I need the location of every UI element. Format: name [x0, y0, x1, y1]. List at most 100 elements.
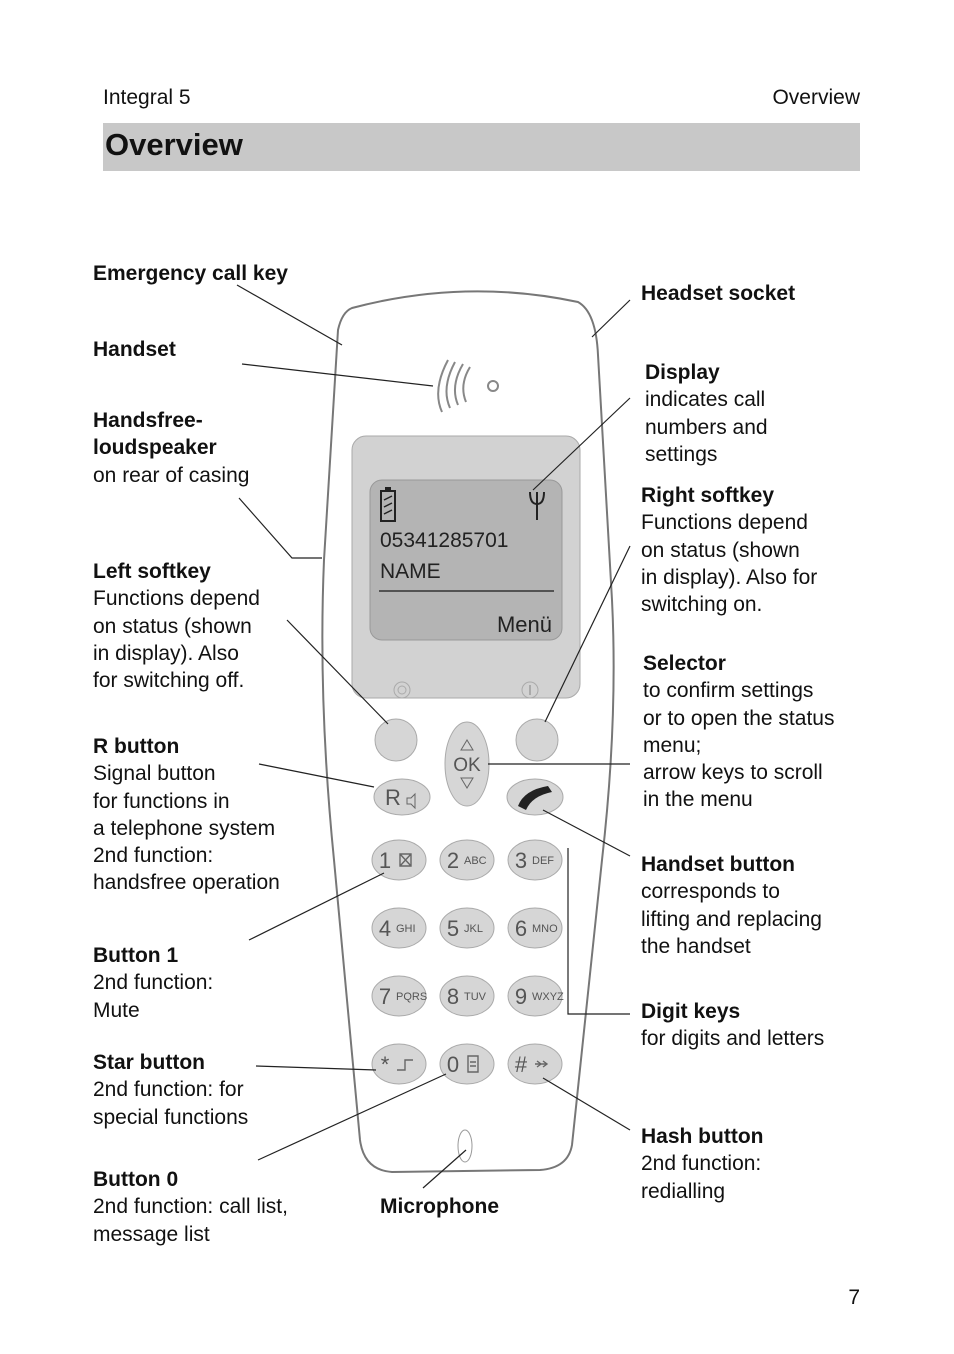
- callout-loudspeaker-desc: on rear of casing: [93, 463, 250, 487]
- callout-star-desc: 2nd function: for special functions: [93, 1078, 249, 1129]
- key-letters: ABC: [464, 855, 487, 867]
- key-7[interactable]: 7 PQRS: [371, 975, 427, 1017]
- handset-icon: [518, 786, 552, 810]
- callout-button0-desc: 2nd function: call list, message list: [93, 1195, 288, 1246]
- right-softkey-indicator-icon: [521, 681, 539, 699]
- callout-hash: Hash button 2nd function: redialling: [641, 1123, 763, 1205]
- callout-digit-keys: Digit keys for digits and letters: [641, 998, 824, 1053]
- key-9[interactable]: 9 WXYZ: [507, 975, 564, 1017]
- callout-left-softkey-title: Left softkey: [93, 560, 211, 583]
- key-0[interactable]: 0: [439, 1043, 495, 1085]
- arrow-down-icon: [460, 777, 474, 789]
- callout-headset-socket: Headset socket: [641, 280, 795, 307]
- callout-r-button-title: R button: [93, 735, 180, 758]
- key-digit: 3: [515, 848, 527, 873]
- selector-button[interactable]: OK: [444, 721, 490, 807]
- key-2[interactable]: 2 ABC: [439, 839, 495, 881]
- callout-button0: Button 0 2nd function: call list, messag…: [93, 1166, 288, 1248]
- callout-r-button: R button Signal button for functions in …: [93, 733, 280, 897]
- key-digit: 4: [379, 916, 391, 941]
- leader-lines: [236, 284, 631, 1189]
- callout-digit-keys-title: Digit keys: [641, 1000, 741, 1023]
- key-5[interactable]: 5 JKL: [439, 907, 495, 949]
- callout-selector: Selector to confirm settings or to open …: [643, 650, 834, 814]
- callout-microphone-title: Microphone: [380, 1195, 499, 1218]
- left-softkey-indicator-icon: [393, 681, 411, 699]
- list-icon: [467, 1055, 479, 1073]
- left-softkey[interactable]: [374, 718, 418, 762]
- callout-selector-desc: to confirm settings or to open the statu…: [643, 679, 835, 812]
- callout-right-softkey-title: Right softkey: [641, 484, 775, 507]
- key-3[interactable]: 3 DEF: [507, 839, 563, 881]
- key-1[interactable]: 1: [371, 839, 427, 881]
- callout-emergency: Emergency call key: [93, 260, 288, 287]
- battery-icon: [380, 487, 396, 522]
- callout-handset-title: Handset: [93, 338, 176, 361]
- display-name: NAME: [380, 560, 441, 583]
- callout-handset: Handset: [93, 336, 176, 363]
- selector-ok-label: OK: [453, 755, 481, 776]
- section-title-bar: Overview: [103, 123, 860, 171]
- right-softkey[interactable]: [515, 718, 559, 762]
- display-menu-label: Menü: [497, 612, 552, 637]
- callout-handset-button: Handset button corresponds to lifting an…: [641, 851, 822, 960]
- key-digit: 2: [447, 848, 459, 873]
- callout-left-softkey-desc: Functions depend on status (shown in dis…: [93, 587, 260, 693]
- header-left: Integral 5: [103, 86, 191, 109]
- speaker-icon: [406, 792, 416, 810]
- callout-emergency-title: Emergency call key: [93, 262, 288, 285]
- callout-digit-keys-desc: for digits and letters: [641, 1027, 825, 1051]
- earpiece-icon: [437, 359, 499, 413]
- header-right: Overview: [772, 86, 860, 109]
- display-screen: [369, 479, 563, 641]
- callout-button1-desc: 2nd function: Mute: [93, 971, 214, 1022]
- arrow-up-icon: [460, 739, 474, 751]
- key-digit: 0: [447, 1052, 459, 1077]
- left-softkey-indicator-inner: [397, 685, 407, 695]
- key-letters: TUV: [464, 991, 487, 1003]
- callout-handset-button-title: Handset button: [641, 853, 795, 876]
- callout-button1-title: Button 1: [93, 944, 179, 967]
- callout-display-title: Display: [645, 361, 720, 384]
- callout-loudspeaker-title: Handsfree- loudspeaker: [93, 409, 217, 460]
- antenna-icon: [529, 491, 545, 520]
- callout-display-desc: indicates call numbers and settings: [645, 388, 768, 466]
- key-digit: 7: [379, 984, 391, 1009]
- display-number: 05341285701: [380, 529, 508, 552]
- key-letters: WXYZ: [532, 991, 564, 1003]
- callout-right-softkey-desc: Functions depend on status (shown in dis…: [641, 511, 818, 617]
- key-digit: 9: [515, 984, 527, 1009]
- callout-left-softkey: Left softkey Functions depend on status …: [93, 558, 260, 694]
- key-digit: 6: [515, 916, 527, 941]
- r-button[interactable]: R: [373, 778, 431, 816]
- callout-handset-button-desc: corresponds to lifting and replacing the…: [641, 880, 822, 958]
- key-letters: PQRS: [396, 991, 427, 1003]
- key-letters: DEF: [532, 855, 554, 867]
- section-title: Overview: [105, 127, 243, 162]
- handset-button[interactable]: [506, 778, 564, 816]
- microphone-icon: [457, 1129, 473, 1163]
- callout-button1: Button 1 2nd function: Mute: [93, 942, 213, 1024]
- callout-star-title: Star button: [93, 1051, 205, 1074]
- key-letters: JKL: [464, 923, 483, 935]
- envelope-icon: [399, 853, 412, 867]
- callout-right-softkey: Right softkey Functions depend on status…: [641, 482, 817, 618]
- callout-headset-socket-title: Headset socket: [641, 282, 796, 305]
- key-star[interactable]: *: [371, 1043, 427, 1085]
- callout-hash-title: Hash button: [641, 1125, 764, 1148]
- callout-star: Star button 2nd function: for special fu…: [93, 1049, 248, 1131]
- key-hash[interactable]: #: [507, 1043, 563, 1085]
- callout-hash-desc: 2nd function: redialling: [641, 1152, 762, 1203]
- callout-selector-title: Selector: [643, 652, 726, 675]
- key-digit: 5: [447, 916, 459, 941]
- key-digit: 1: [379, 848, 391, 873]
- key-digit: #: [515, 1052, 528, 1077]
- callout-loudspeaker: Handsfree- loudspeaker on rear of casing: [93, 407, 249, 489]
- callout-display: Display indicates call numbers and setti…: [645, 359, 768, 468]
- r-button-label: R: [385, 785, 401, 810]
